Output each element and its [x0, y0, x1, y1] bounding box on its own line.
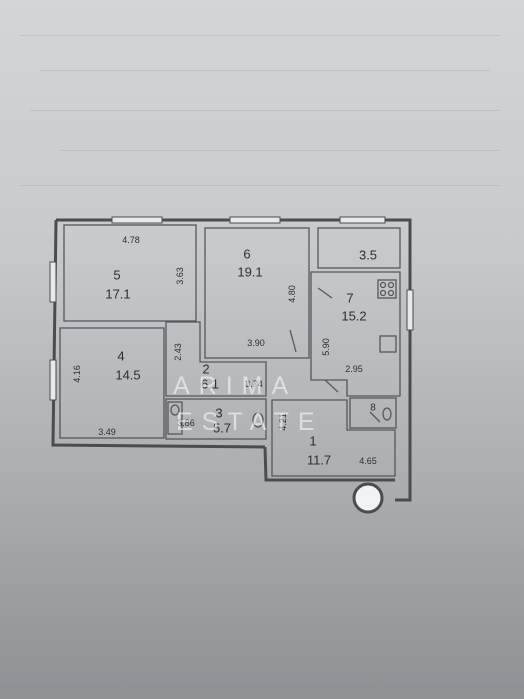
hall-wall-bottom — [263, 446, 395, 482]
door-swing — [324, 379, 339, 393]
room-7-area: 15.2 — [341, 308, 367, 324]
room-2-outline — [165, 321, 267, 397]
dimension-label: 4.78 — [122, 235, 140, 245]
door-swing — [369, 411, 381, 423]
watermark-line-1: ARIMA — [173, 372, 298, 400]
dimension-label: 2.95 — [345, 364, 363, 374]
room-3-outline — [165, 398, 267, 440]
faint-line — [60, 150, 500, 151]
room-3-area: 5.7 — [212, 420, 232, 436]
toilet-icon — [252, 412, 264, 428]
room-2-number: 2 — [202, 361, 210, 377]
washing-machine-icon — [352, 482, 384, 514]
window — [229, 216, 281, 224]
room-6-number: 6 — [243, 246, 251, 262]
dimension-label: 3.49 — [98, 427, 116, 437]
watermark-line-2: ESTATE — [176, 408, 324, 436]
faint-line — [40, 70, 490, 71]
room-3-number: 3 — [215, 405, 223, 421]
dimension-label: 4.65 — [359, 456, 377, 466]
faint-line — [20, 185, 500, 186]
room-2-area: 6.1 — [200, 376, 220, 392]
dimension-label: 5.90 — [321, 338, 331, 356]
room-7-number: 7 — [346, 290, 354, 306]
room-4-area: 14.5 — [115, 367, 141, 383]
window — [49, 261, 57, 303]
window — [406, 289, 414, 331]
room-8-outline — [349, 397, 397, 429]
faint-line — [30, 110, 500, 111]
balcony-area: 3.5 — [358, 247, 378, 263]
room-5-outline — [63, 224, 197, 322]
dimension-label: 3.86 — [177, 418, 195, 428]
stove-burner-icon — [379, 289, 387, 297]
window — [111, 216, 163, 224]
room-8-number: 8 — [370, 402, 376, 414]
door-swing — [317, 287, 333, 299]
dimension-label: 4.16 — [72, 365, 82, 383]
bathtub-icon — [167, 401, 183, 435]
dimension-label: 3.74 — [245, 379, 263, 389]
room-7-outline — [310, 271, 401, 397]
dimension-label: 2.43 — [173, 343, 183, 361]
room-6-outline — [204, 227, 310, 359]
room-4-number: 4 — [117, 348, 125, 364]
toilet-icon — [382, 407, 392, 421]
room-1-number: 1 — [309, 433, 317, 449]
sink-icon — [379, 335, 397, 353]
room-6-area: 19.1 — [237, 264, 263, 280]
window — [49, 359, 57, 401]
balcony-outline — [317, 227, 401, 269]
room-5-area: 17.1 — [105, 286, 131, 302]
stove-burner-icon — [387, 289, 395, 297]
room-1-outline — [271, 399, 396, 477]
stove-icon — [377, 279, 397, 299]
dimension-label: 4.80 — [287, 285, 297, 303]
bathtub-drain-icon — [170, 404, 180, 416]
room-4-outline — [59, 327, 165, 439]
window — [339, 216, 386, 224]
stove-burner-icon — [387, 281, 395, 289]
door-swing — [289, 329, 297, 353]
dimension-label: 3.63 — [175, 267, 185, 285]
room-1-area: 11.7 — [306, 452, 332, 468]
dimension-label: 3.90 — [247, 338, 265, 348]
room-5-number: 5 — [113, 267, 121, 283]
outer-wall-top-right — [56, 218, 412, 502]
faint-line — [20, 35, 500, 36]
stove-burner-icon — [379, 281, 387, 289]
